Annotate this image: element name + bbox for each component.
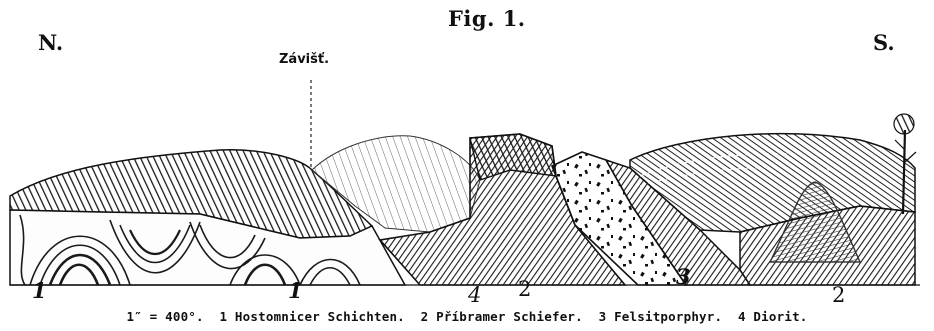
legend-item-1: 1 Hostomnicer Schichten. xyxy=(219,309,404,324)
figure-title: Fig. 1. xyxy=(448,6,526,31)
unit-label-1-south: 1 xyxy=(288,278,303,303)
legend-item-2: 2 Příbramer Schiefer. xyxy=(421,309,583,324)
unit-label-3: 3 xyxy=(676,264,691,289)
legend-line: 1″ = 400°. 1 Hostomnicer Schichten. 2 Př… xyxy=(0,309,934,324)
unit-label-1-north: 1 xyxy=(32,278,47,303)
unit-label-2-center: 2 xyxy=(518,277,531,301)
legend-scale: 1″ = 400°. xyxy=(126,309,203,324)
unit-label-2-south: 2 xyxy=(832,283,845,307)
peak-label: Závišť. xyxy=(279,52,329,67)
south-direction-label: S. xyxy=(873,30,895,55)
legend-item-3: 3 Felsitporphyr. xyxy=(599,309,723,324)
north-direction-label: N. xyxy=(38,30,63,55)
unit-label-4: 4 xyxy=(468,283,481,307)
legend-item-4: 4 Diorit. xyxy=(738,309,808,324)
